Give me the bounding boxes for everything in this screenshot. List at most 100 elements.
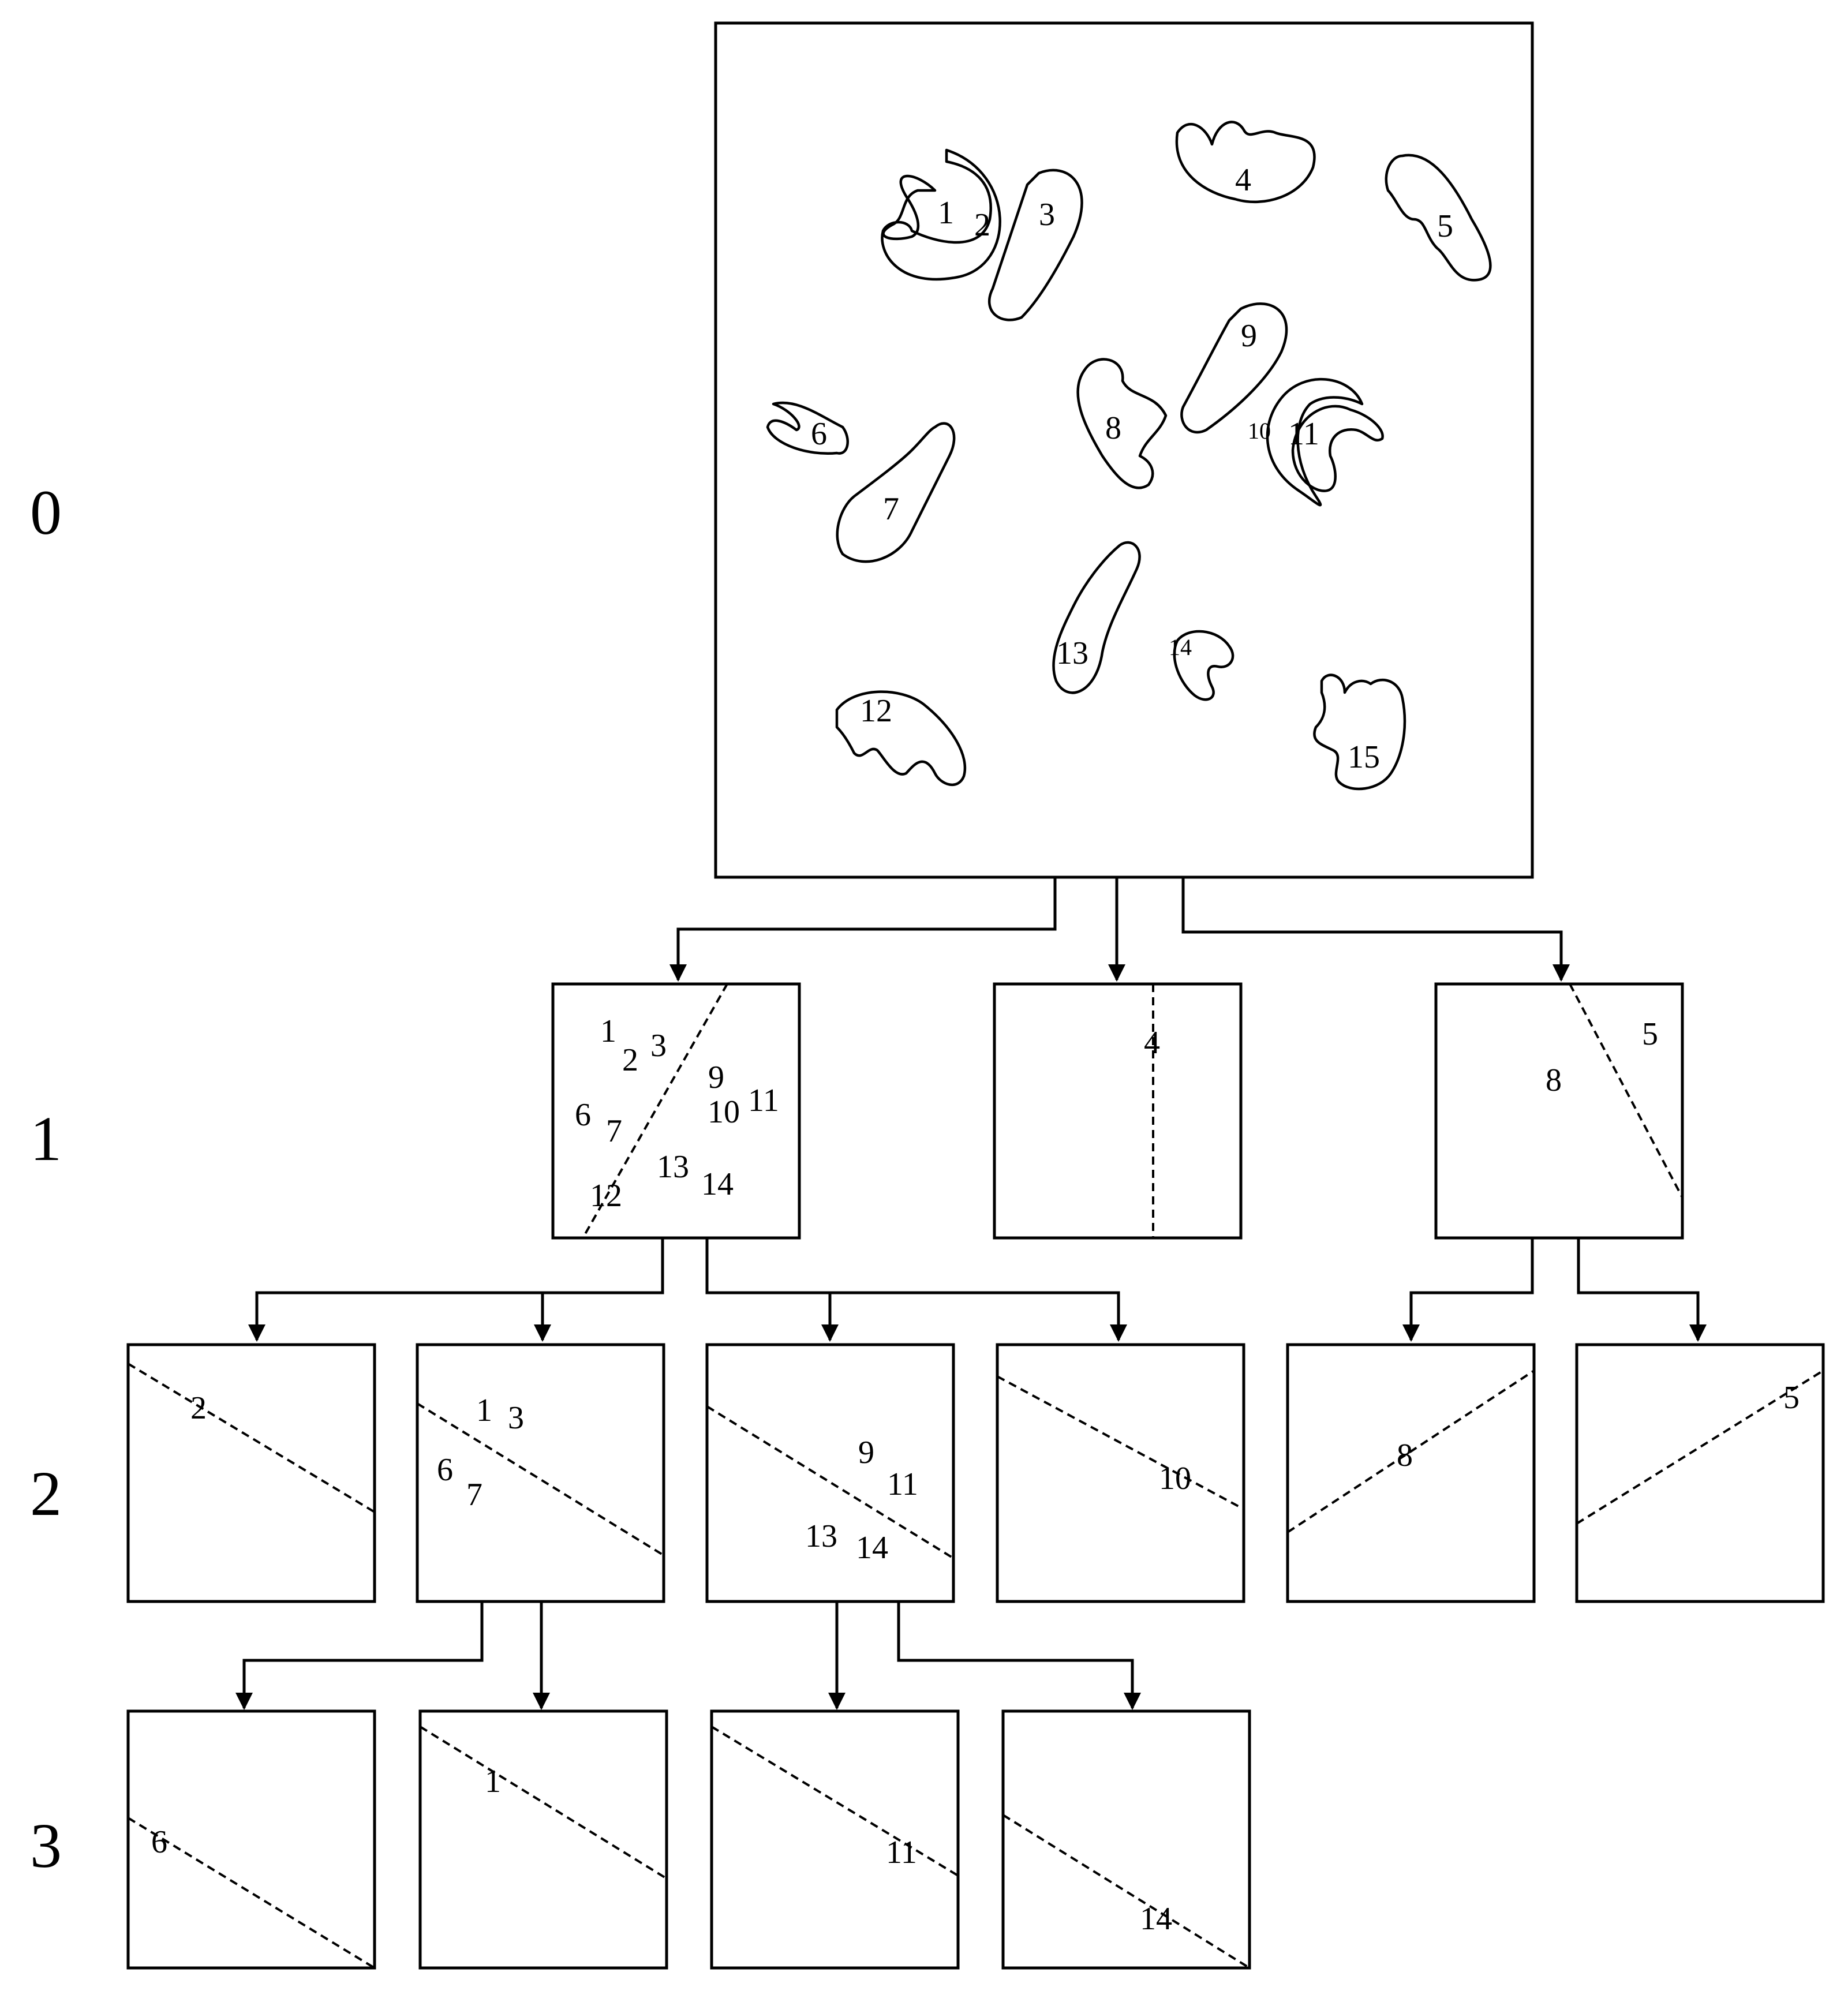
object-6-shape — [766, 401, 849, 455]
level2-box-6 — [1575, 1343, 1825, 1603]
level3-box-2 — [418, 1709, 668, 1970]
level3-node-2: 1 — [418, 1709, 668, 1970]
level1-left-cut — [582, 983, 728, 1238]
level2-node-5: 8 — [1286, 1343, 1536, 1603]
root-box — [714, 21, 1534, 879]
root-label-13: 13 — [1056, 635, 1088, 671]
level2-box-4 — [996, 1343, 1245, 1603]
l1-middle-label-4: 4 — [1144, 1025, 1160, 1061]
root-label-14: 14 — [1169, 634, 1192, 660]
edge-root-to-right — [1181, 877, 1570, 982]
l3-3-label-11: 11 — [886, 1835, 917, 1870]
level3-box-1 — [126, 1709, 376, 1970]
level3-cut-1 — [127, 1817, 376, 1969]
level3-box-4 — [1001, 1709, 1251, 1970]
object-11-shape — [1291, 405, 1384, 492]
object-8-shape — [1076, 358, 1168, 489]
edges-level1-level2 — [248, 1238, 1707, 1342]
l2-2-label-6: 6 — [437, 1452, 453, 1488]
root-label-2: 2 — [974, 207, 990, 243]
object-15-shape — [1313, 673, 1406, 791]
l1-left-label-14: 14 — [701, 1166, 734, 1202]
l2-3-label-14: 14 — [856, 1530, 888, 1566]
level3-cut-4 — [1002, 1814, 1251, 1969]
level2-cut-4 — [997, 1375, 1244, 1510]
level1-left-node: 1 2 3 9 6 7 10 11 13 12 14 — [551, 982, 801, 1240]
level3-cut-2 — [419, 1726, 668, 1880]
level2-node-4: 10 — [996, 1343, 1245, 1603]
l3-4-label-14: 14 — [1140, 1901, 1172, 1937]
l2-2-label-7: 7 — [466, 1477, 482, 1513]
level2-box-2 — [416, 1343, 665, 1603]
object-13-shape — [1052, 541, 1141, 694]
level-label-1: 1 — [30, 1103, 62, 1174]
level2-cut-5 — [1286, 1369, 1535, 1533]
root-label-4: 4 — [1235, 162, 1251, 198]
level-label-2: 2 — [30, 1458, 62, 1529]
level1-right-box — [1434, 982, 1684, 1240]
edge-l2-3-to-l3-4 — [897, 1601, 1141, 1710]
level1-right-node: 5 8 — [1434, 982, 1684, 1240]
object-14-shape — [1173, 630, 1235, 701]
level2-node-6: 5 — [1575, 1343, 1825, 1603]
root-label-15: 15 — [1348, 739, 1380, 775]
root-label-5: 5 — [1437, 208, 1453, 244]
root-label-8: 8 — [1105, 410, 1121, 446]
object-5-shape — [1385, 154, 1492, 282]
level-label-0: 0 — [30, 477, 62, 548]
level-label-3: 3 — [30, 1810, 62, 1881]
l1-left-label-9: 9 — [708, 1060, 724, 1095]
l2-4-label-10: 10 — [1159, 1461, 1191, 1496]
edge-root-to-left — [669, 877, 1057, 982]
l1-left-label-11: 11 — [748, 1083, 779, 1118]
root-label-11: 11 — [1288, 416, 1319, 452]
level2-box-3 — [705, 1343, 955, 1603]
level2-node-2: 1 3 6 7 — [416, 1343, 665, 1603]
l2-5-label-8: 8 — [1397, 1438, 1413, 1473]
l3-1-label-6: 6 — [151, 1824, 167, 1860]
root-label-12: 12 — [860, 693, 892, 729]
object-7-shape — [836, 422, 956, 563]
l1-left-label-2: 2 — [622, 1042, 638, 1078]
level2-cut-3 — [706, 1405, 955, 1559]
object-1-shape — [882, 174, 937, 241]
l2-3-label-13: 13 — [805, 1518, 837, 1554]
l2-1-label-2: 2 — [190, 1390, 207, 1426]
object-4-shape — [1175, 121, 1316, 204]
level3-box-3 — [710, 1709, 960, 1970]
l1-left-label-6: 6 — [575, 1097, 591, 1133]
edge-l1right-to-l2-5 — [1402, 1238, 1534, 1342]
root-label-3: 3 — [1039, 197, 1055, 233]
edge-l1left-to-l2-1 — [248, 1238, 664, 1342]
level3-node-1: 6 — [126, 1709, 376, 1970]
l2-3-label-11: 11 — [887, 1466, 918, 1502]
root-label-1: 1 — [938, 195, 954, 231]
root-label-9: 9 — [1241, 318, 1257, 354]
l1-left-label-3: 3 — [650, 1028, 667, 1064]
level2-node-1: 2 — [126, 1343, 376, 1603]
edge-l1left-to-l2-4 — [705, 1238, 1127, 1342]
l2-6-label-5: 5 — [1783, 1380, 1800, 1416]
level3-node-3: 11 — [710, 1709, 960, 1970]
l1-right-label-8: 8 — [1546, 1062, 1562, 1098]
level1-middle-node: 4 — [993, 982, 1243, 1240]
level2-cut-2 — [416, 1402, 665, 1556]
level3-cut-3 — [710, 1726, 959, 1877]
level1-left-box — [551, 982, 801, 1240]
l1-right-label-5: 5 — [1642, 1016, 1658, 1052]
edge-l1right-to-l2-6 — [1577, 1238, 1707, 1342]
l1-left-label-10: 10 — [708, 1094, 740, 1130]
l1-left-label-7: 7 — [606, 1113, 622, 1149]
l2-2-label-1: 1 — [476, 1393, 492, 1428]
l1-left-label-1: 1 — [600, 1013, 616, 1049]
edges-level2-level3 — [235, 1601, 1141, 1710]
object-3-shape — [988, 169, 1083, 321]
root-label-6: 6 — [811, 416, 827, 452]
root-label-10: 10 — [1248, 418, 1271, 444]
object-9-shape — [1180, 302, 1288, 434]
level2-box-1 — [126, 1343, 376, 1603]
l2-2-label-3: 3 — [508, 1400, 524, 1436]
level2-box-5 — [1286, 1343, 1536, 1603]
root-label-7: 7 — [883, 491, 899, 527]
